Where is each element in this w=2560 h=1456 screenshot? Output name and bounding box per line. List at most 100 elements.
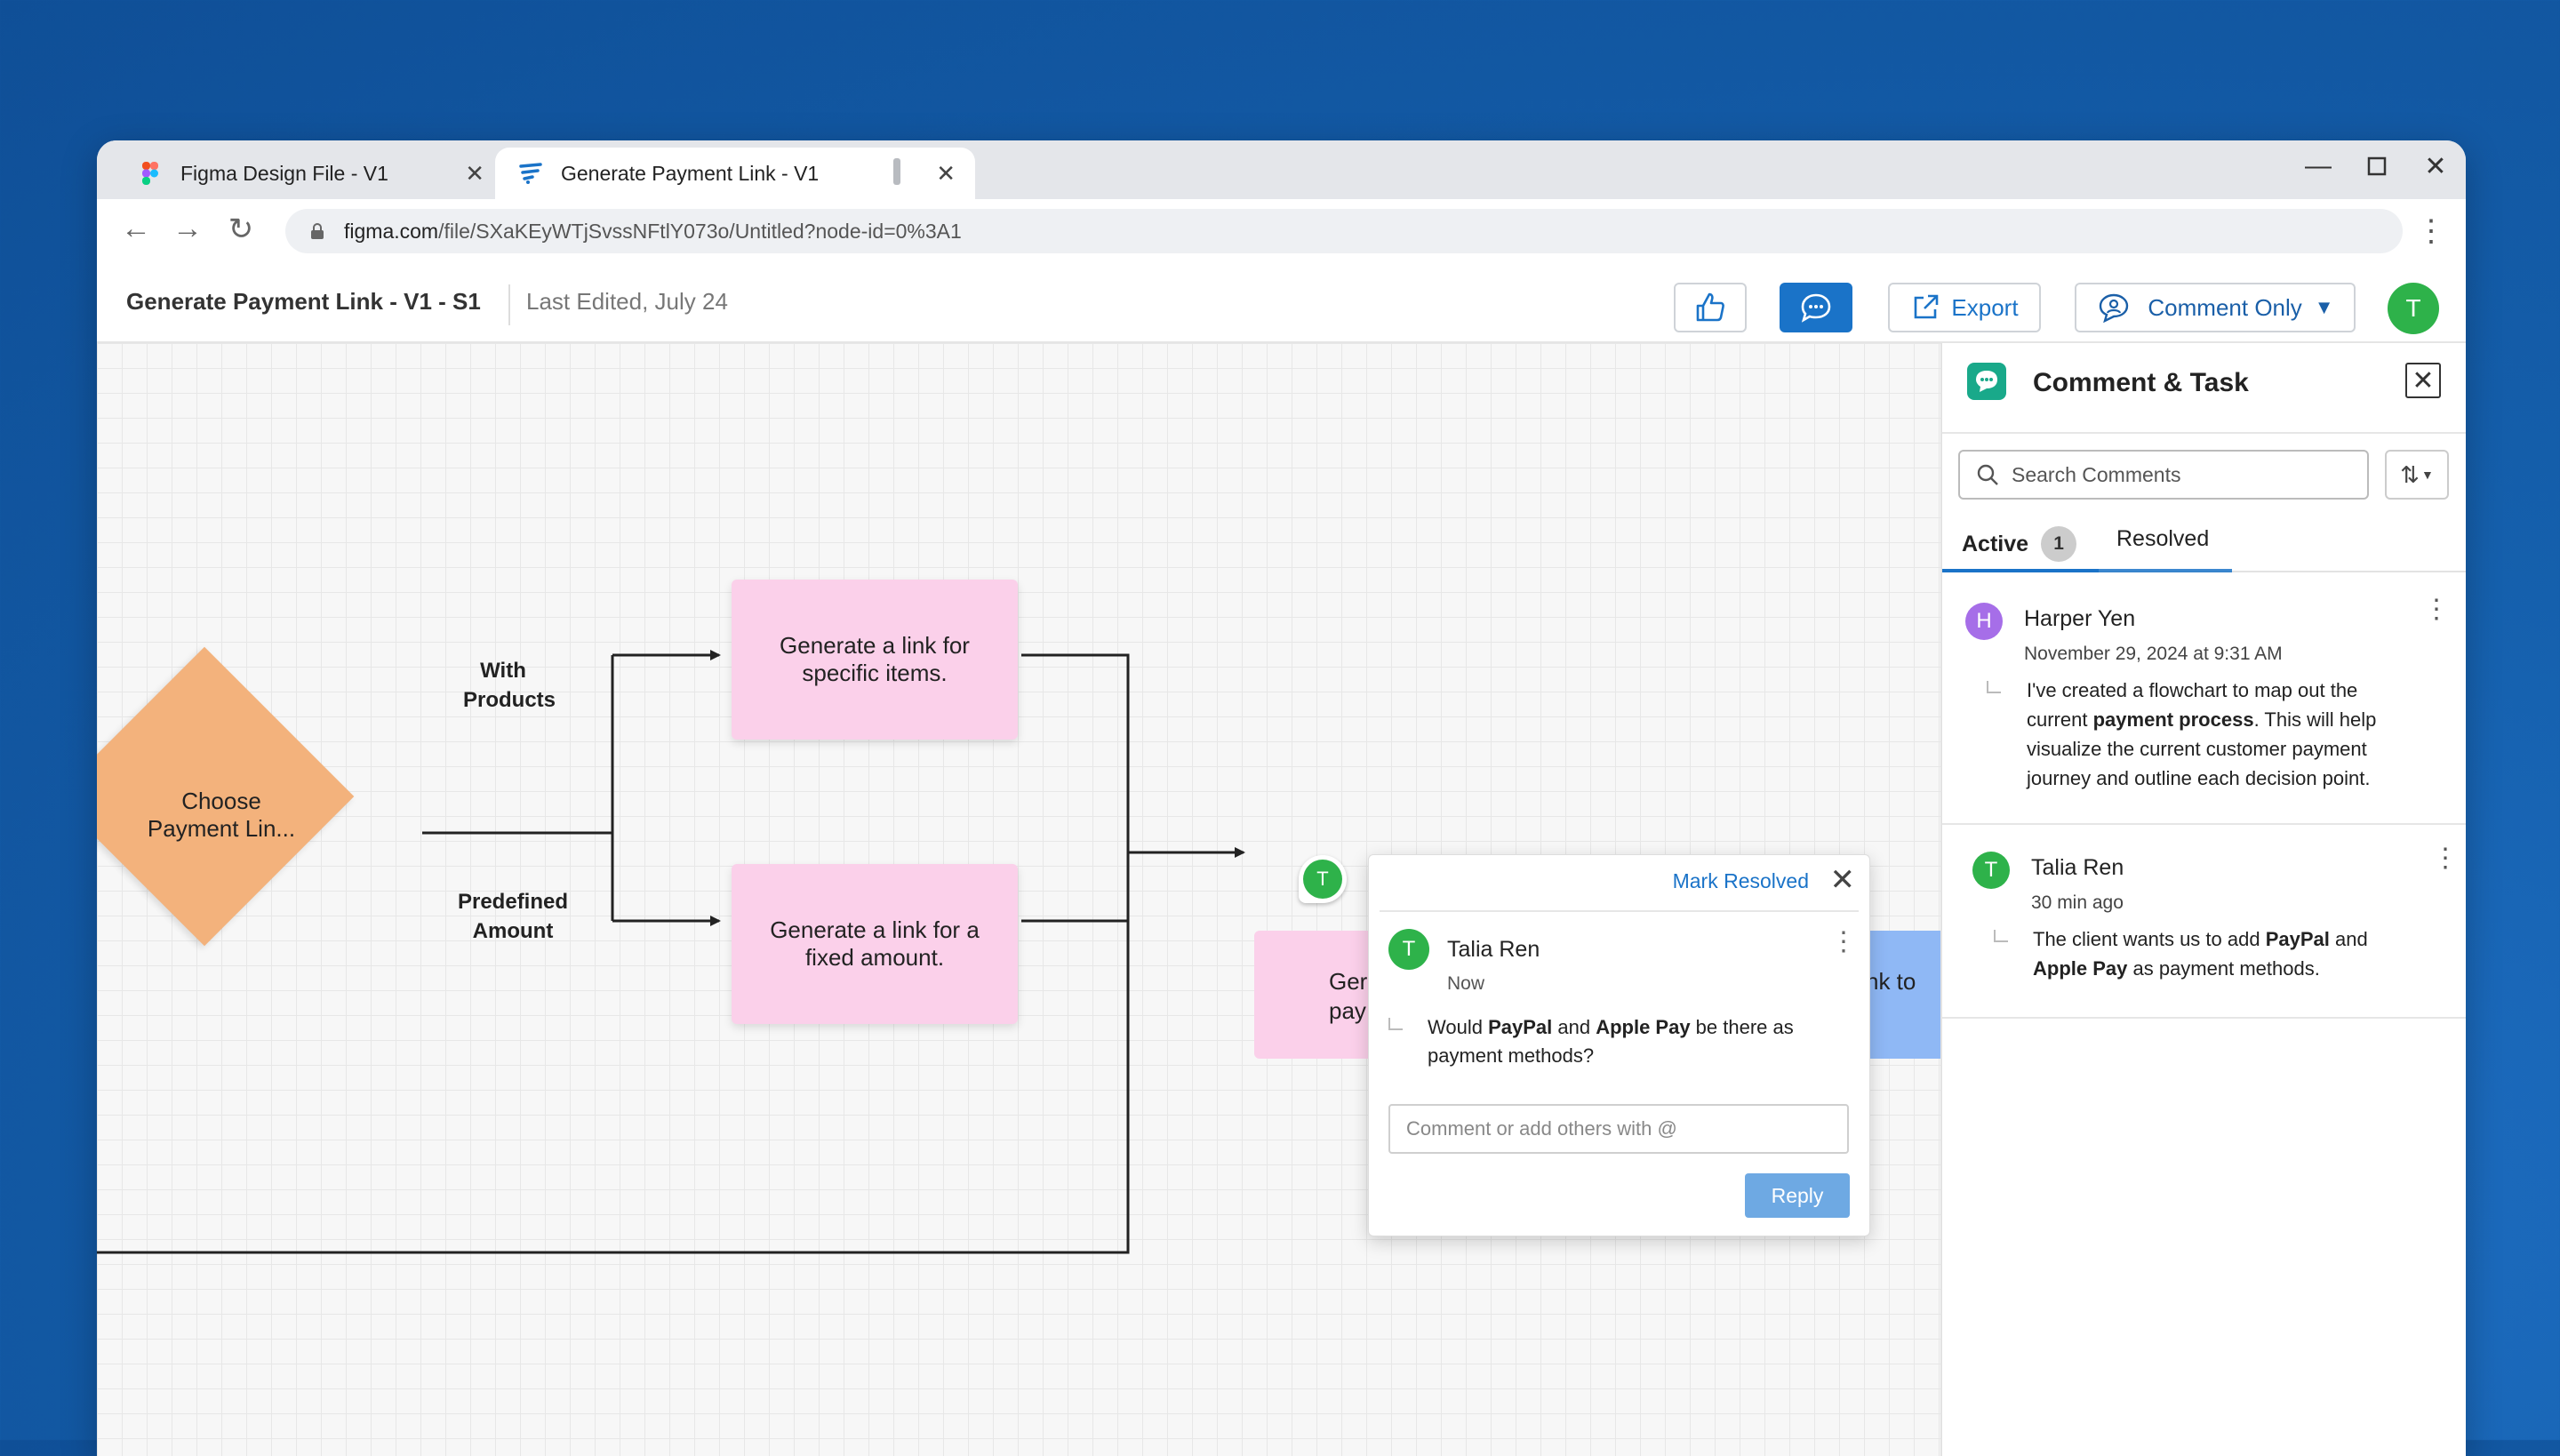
comment-only-dropdown[interactable]: Comment Only ▼ [2075, 283, 2356, 332]
url-text: figma.com/file/SXaKEyWTjSvssNFtlY073o/Un… [344, 220, 962, 244]
text-part: . This will help visualize the current c… [2027, 708, 2377, 789]
edge-label-with-products: With Products [463, 659, 556, 712]
panel-header: Comment & Task ✕ [1942, 343, 2466, 434]
maximize-icon[interactable] [2357, 153, 2396, 183]
like-button[interactable] [1674, 283, 1747, 332]
minimize-icon[interactable]: — [2305, 151, 2332, 180]
avatar: T [1972, 852, 2010, 889]
new-tab-handle[interactable] [893, 158, 900, 185]
active-tab-indicator [1942, 569, 2099, 572]
tab-active[interactable]: Active 1 [1962, 526, 2077, 562]
avatar: T [1388, 929, 1429, 970]
tab-strip: Figma Design File - V1 ✕ Generate Paymen… [97, 140, 2466, 199]
comment-bubble-icon [1801, 293, 1831, 323]
blue-partial-label: nk to [1866, 968, 1916, 995]
lock-icon [311, 223, 324, 239]
address-row: ← → ↻ figma.com/file/SXaKEyWTjSvssNFtlY0… [97, 199, 2466, 263]
process-node-label: Generate a link for specific items. [780, 632, 970, 686]
design-canvas[interactable]: Choose Payment Lin... With Products Pred… [97, 343, 1940, 1456]
comment-author: Talia Ren [2031, 855, 2124, 880]
text-part: as payment methods. [2127, 957, 2320, 980]
thread-indent-icon [1388, 1018, 1403, 1030]
caret-down-icon: ▼ [2420, 468, 2434, 482]
more-options-icon[interactable]: ⋮ [2432, 844, 2459, 873]
comment-popup: Mark Resolved ✕ T Talia Ren Now ⋮ Would … [1368, 854, 1870, 1236]
panel-title: Comment & Task [2033, 368, 2249, 397]
text-bold: PayPal [1488, 1016, 1553, 1038]
export-label: Export [1951, 293, 2019, 321]
mark-resolved-button[interactable]: Mark Resolved [1672, 869, 1809, 892]
comment-card[interactable]: H Harper Yen November 29, 2024 at 9:31 A… [1942, 576, 2466, 825]
app-logo-icon [518, 161, 543, 186]
comment-users-icon [2100, 293, 2129, 324]
text-part: and [2329, 928, 2368, 950]
thread-indent-icon [1987, 681, 2001, 693]
last-edited: Last Edited, July 24 [526, 288, 728, 315]
comments-button[interactable] [1780, 283, 1852, 332]
close-icon[interactable]: ✕ [2405, 363, 2441, 398]
tab-label: Figma Design File - V1 [180, 161, 388, 185]
export-icon [1915, 294, 1939, 319]
popup-divider [1380, 910, 1859, 912]
decision-label: Choose Payment Lin... [147, 788, 296, 842]
app-header: Generate Payment Link - V1 - S1 Last Edi… [97, 263, 2466, 343]
search-comments-field[interactable] [1958, 450, 2369, 500]
comment-pin[interactable]: T [1299, 855, 1352, 908]
partial-label-line2: pay [1329, 997, 1366, 1024]
more-options-icon[interactable]: ⋮ [2423, 595, 2450, 624]
search-input[interactable] [2010, 461, 2351, 488]
comment-task-panel: Comment & Task ✕ ⇅▼ Active 1 Resolved [1940, 343, 2466, 1456]
comment-tabs: Active 1 Resolved [1942, 514, 2466, 572]
comment-only-label: Comment Only [2148, 293, 2302, 321]
comment-pin-avatar: T [1303, 860, 1342, 899]
caret-down-icon: ▼ [2314, 296, 2334, 318]
sort-icon: ⇅ [2400, 460, 2420, 488]
comment-input[interactable] [1388, 1104, 1849, 1154]
reload-icon[interactable]: ↻ [228, 212, 254, 246]
text-part: be there as payment methods? [1428, 1016, 1794, 1067]
text-bold: PayPal [2265, 928, 2330, 950]
text-bold: Apple Pay [2033, 957, 2128, 980]
thread-indent-icon [1994, 930, 2008, 942]
sort-button[interactable]: ⇅▼ [2385, 450, 2449, 500]
process-node-fixed-amount[interactable]: Generate a link for a fixed amount. [732, 864, 1018, 1024]
back-arrow-icon[interactable]: ← [121, 212, 151, 245]
url-bar[interactable]: figma.com/file/SXaKEyWTjSvssNFtlY073o/Un… [285, 209, 2403, 253]
count-badge: 1 [2041, 526, 2077, 562]
close-icon[interactable]: ✕ [936, 159, 956, 187]
thumbs-up-icon [1696, 292, 1724, 322]
close-icon[interactable]: ✕ [465, 159, 484, 187]
text-part: and [1552, 1016, 1596, 1038]
avatar: H [1965, 603, 2003, 640]
text-part: I've created a flowchart to map out the … [2027, 679, 2358, 731]
comment-card[interactable]: T Talia Ren 30 min ago ⋮ The client want… [1942, 825, 2466, 1019]
user-avatar[interactable]: T [2388, 283, 2439, 334]
process-node-specific-items[interactable]: Generate a link for specific items. [732, 580, 1018, 740]
edge-label-predefined-amount: Predefined Amount [457, 890, 569, 943]
close-icon[interactable]: ✕ [1829, 863, 1856, 897]
process-node-blue-partial[interactable]: nk to [1866, 931, 1940, 1059]
tab-resolved[interactable]: Resolved [2116, 526, 2209, 552]
browser-menu-icon[interactable]: ⋮ [2416, 214, 2446, 248]
text-part: Would [1428, 1016, 1489, 1038]
tab-indicator-secondary [2099, 569, 2232, 572]
text-part: The client wants us to add [2033, 928, 2266, 950]
more-options-icon[interactable]: ⋮ [1830, 927, 1857, 956]
reply-button[interactable]: Reply [1745, 1173, 1850, 1218]
flowchart-connectors [97, 650, 1245, 1254]
comment-date: November 29, 2024 at 9:31 AM [2024, 644, 2283, 664]
process-node-label: Generate a link for a fixed amount. [770, 916, 980, 971]
partial-label-line1: Ger [1329, 968, 1368, 995]
comment-text: The client wants us to add PayPal and Ap… [2033, 924, 2424, 983]
tab-generate-payment-link[interactable]: Generate Payment Link - V1 ✕ [495, 148, 975, 199]
tab-active-label: Active [1962, 531, 2029, 556]
url-path: /file/SXaKEyWTjSvssNFtlY073o/Untitled?no… [438, 219, 962, 243]
tab-figma-design-file[interactable]: Figma Design File - V1 ✕ [115, 148, 559, 199]
comment-author: Talia Ren [1447, 937, 1540, 962]
window-close-icon[interactable]: ✕ [2424, 152, 2447, 181]
export-button[interactable]: Export [1888, 283, 2041, 332]
search-icon [1977, 464, 1998, 485]
header-divider [508, 284, 510, 325]
comment-task-icon [1967, 363, 2006, 400]
forward-arrow-icon[interactable]: → [172, 212, 203, 245]
